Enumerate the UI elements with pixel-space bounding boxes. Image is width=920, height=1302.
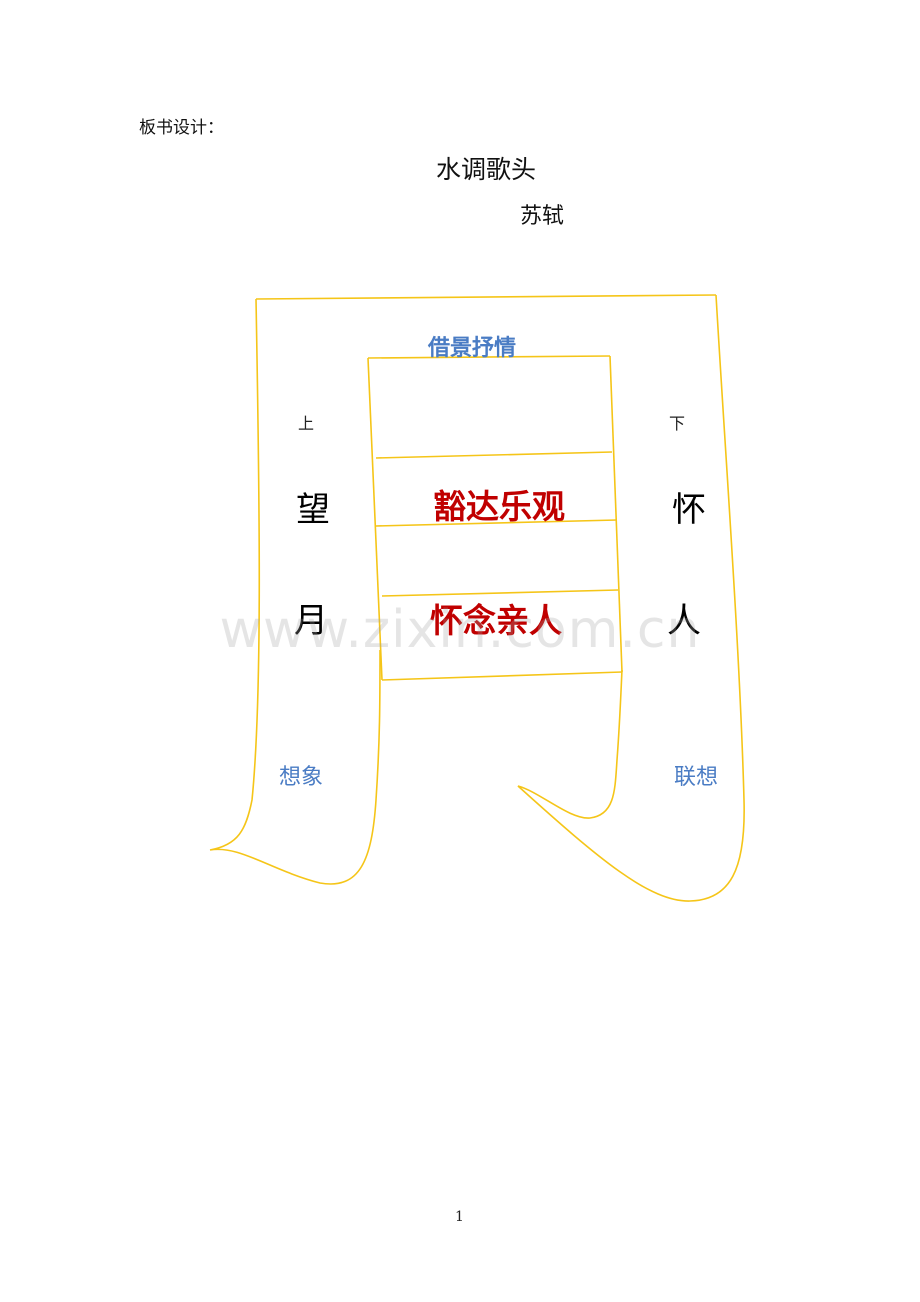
outline-row-line-3 [381, 589, 619, 597]
outline-row-line-4 [381, 671, 623, 681]
poem-title: 水调歌头 [436, 155, 537, 184]
left-char-1: 望 [296, 490, 330, 530]
right-note-association: 联想 [674, 765, 719, 790]
outline-inner-left [367, 357, 383, 681]
top-label-scene-emotion: 借景抒情 [428, 335, 517, 361]
center-row-1: 豁达乐观 [433, 487, 565, 526]
outline-inner-right [609, 355, 623, 673]
left-note-imagination: 想象 [279, 765, 324, 790]
left-char-2: 月 [294, 601, 328, 641]
right-char-1: 怀 [672, 490, 706, 530]
outline-top-bar [255, 294, 717, 300]
watermark: www.zixin.com.cn [219, 600, 701, 660]
board-design-label: 板书设计： [139, 118, 224, 138]
outline-row-line-1 [375, 451, 613, 459]
center-row-2: 怀念亲人 [430, 601, 562, 640]
right-char-2: 人 [667, 601, 701, 641]
outline-right-outer [517, 294, 745, 902]
outline-left-outer [209, 298, 381, 885]
outline-inner-top [367, 355, 611, 359]
right-small-label: 下 [669, 414, 686, 433]
poem-author: 苏轼 [520, 204, 565, 229]
left-small-label: 上 [298, 414, 315, 433]
page-number: 1 [455, 1209, 464, 1225]
outline-row-line-2 [375, 519, 618, 527]
